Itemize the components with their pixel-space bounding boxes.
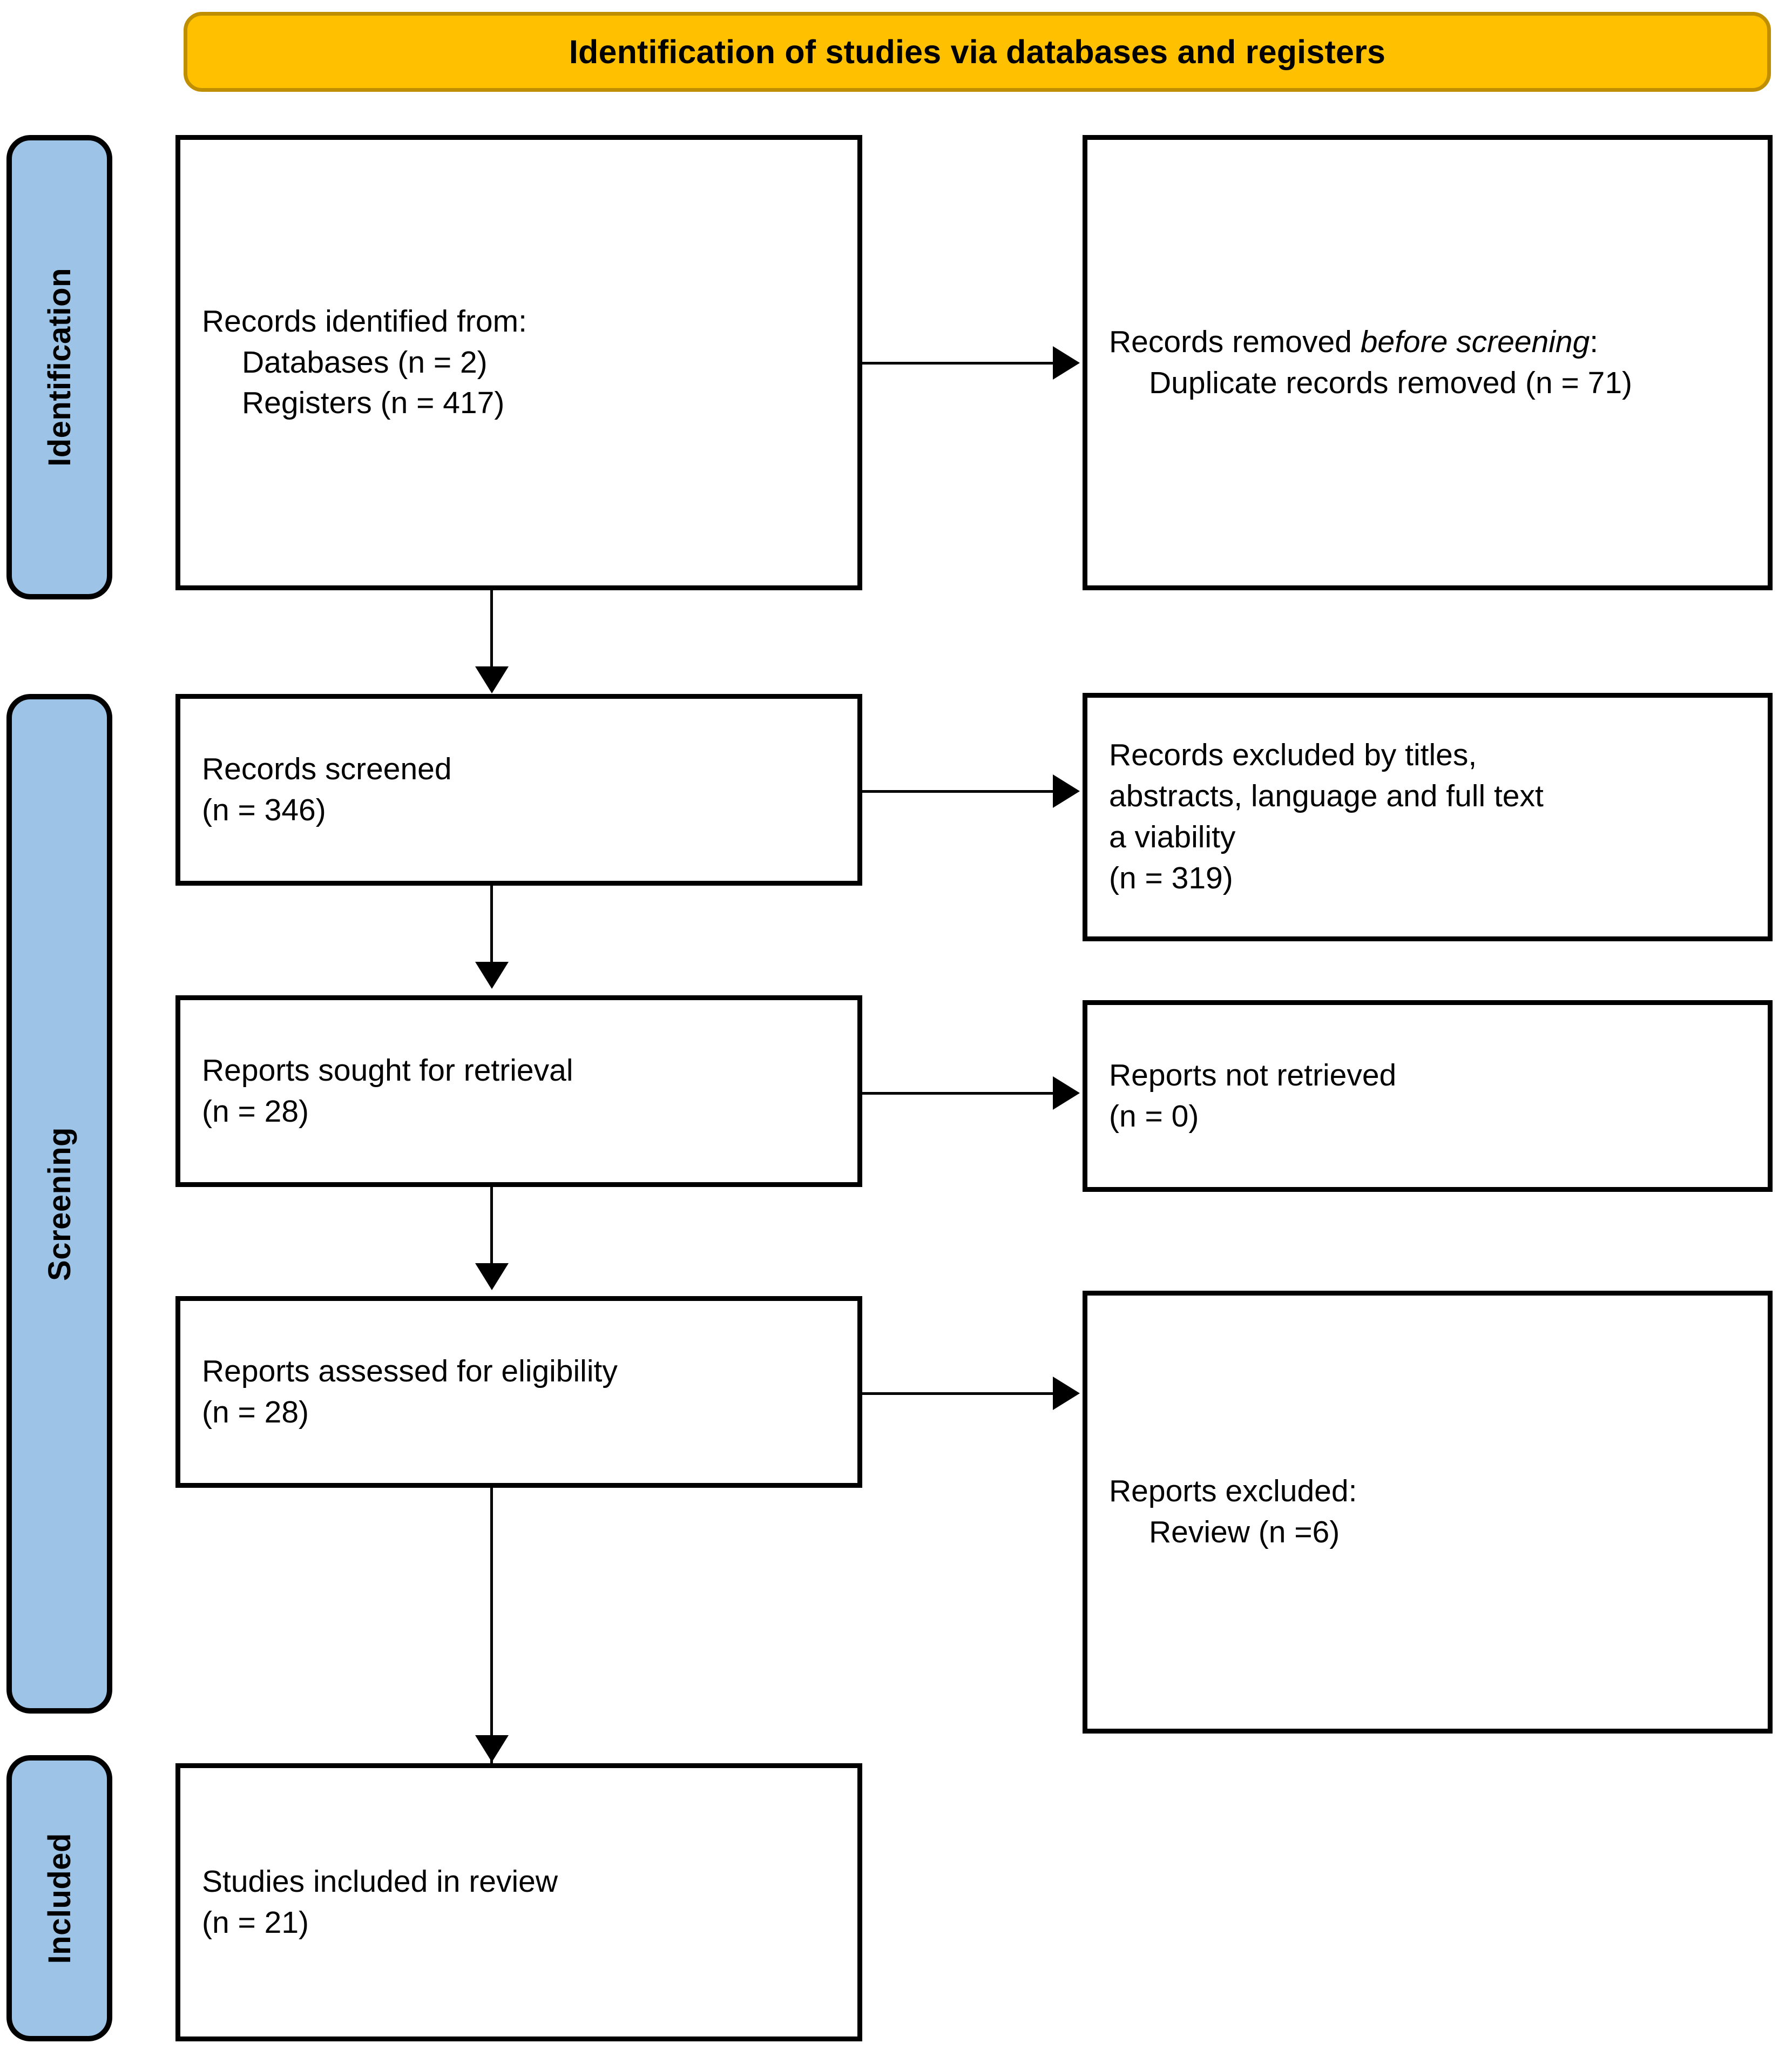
records-excluded-line-4: (n = 319) <box>1109 860 1233 895</box>
stage-label-identification: Identification <box>6 135 112 599</box>
records-removed-heading: Records removed before screening: <box>1109 322 1746 363</box>
node-reports-excluded: Reports excluded: Review (n =6) <box>1083 1291 1773 1734</box>
stage-label-screening-text: Screening <box>42 1127 77 1281</box>
phase-banner-label: Identification of studies via databases … <box>569 33 1386 70</box>
connector-sought-to-not-retrieved <box>862 1092 1054 1095</box>
node-reports-sought: Reports sought for retrieval (n = 28) <box>175 995 862 1187</box>
node-reports-not-retrieved: Reports not retrieved (n = 0) <box>1083 1000 1773 1192</box>
node-records-removed-before-screening: Records removed before screening: Duplic… <box>1083 135 1773 590</box>
reports-excluded-line-1: Reports excluded: <box>1109 1474 1357 1509</box>
reports-assessed-line-2: (n = 28) <box>202 1394 309 1429</box>
arrow-right-assessed-to-excluded <box>1053 1377 1080 1410</box>
records-excluded-line-3: a viability <box>1109 820 1236 854</box>
connector-identified-to-removed <box>862 362 1054 365</box>
studies-included-line-2: (n = 21) <box>202 1905 309 1940</box>
arrow-down-assessed-to-included <box>475 1735 509 1762</box>
connector-screened-to-sought <box>490 886 493 964</box>
records-excluded-line-2: abstracts, language and full text <box>1109 779 1544 814</box>
records-screened-line-1: Records screened <box>202 751 452 786</box>
records-screened-line-2: (n = 346) <box>202 792 326 827</box>
stage-label-screening: Screening <box>6 694 112 1714</box>
records-excluded-line-1: Records excluded by titles, <box>1109 738 1477 773</box>
records-identified-line-1: Records identified from: <box>202 304 527 339</box>
arrow-right-sought-to-not-retrieved <box>1053 1076 1080 1110</box>
arrow-right-identified-to-removed <box>1053 346 1080 380</box>
arrow-down-identified-to-screened <box>475 666 509 693</box>
studies-included-line-1: Studies included in review <box>202 1864 558 1899</box>
phase-banner-identification: Identification of studies via databases … <box>184 12 1771 92</box>
node-records-identified: Records identified from: Databases (n = … <box>175 135 862 590</box>
records-removed-heading-italic: before screening <box>1360 324 1590 359</box>
node-reports-assessed: Reports assessed for eligibility (n = 28… <box>175 1296 862 1488</box>
records-removed-detail: Duplicate records removed (n = 71) <box>1149 365 1632 400</box>
reports-excluded-line-2: Review (n =6) <box>1149 1515 1340 1549</box>
reports-not-retrieved-line-1: Reports not retrieved <box>1109 1057 1397 1093</box>
connector-assessed-to-included <box>490 1488 493 1763</box>
stage-label-included-text: Included <box>42 1832 77 1964</box>
records-identified-line-3: Registers (n = 417) <box>242 386 505 421</box>
reports-sought-line-2: (n = 28) <box>202 1094 309 1129</box>
stage-label-identification-text: Identification <box>42 268 77 467</box>
records-removed-heading-plain: Records removed <box>1109 324 1361 359</box>
connector-screened-to-excluded <box>862 790 1054 793</box>
node-records-screened: Records screened (n = 346) <box>175 694 862 886</box>
records-identified-line-2: Databases (n = 2) <box>242 345 488 380</box>
arrow-down-sought-to-assessed <box>475 1263 509 1290</box>
records-removed-heading-colon: : <box>1590 324 1599 359</box>
node-records-excluded: Records excluded by titles, abstracts, l… <box>1083 693 1773 941</box>
stage-label-included: Included <box>6 1755 112 2041</box>
reports-assessed-line-1: Reports assessed for eligibility <box>202 1353 618 1388</box>
reports-sought-line-1: Reports sought for retrieval <box>202 1053 573 1088</box>
arrow-right-screened-to-excluded <box>1053 774 1080 808</box>
connector-assessed-to-excluded <box>862 1392 1054 1395</box>
node-studies-included: Studies included in review (n = 21) <box>175 1763 862 2041</box>
reports-not-retrieved-line-2: (n = 0) <box>1109 1098 1199 1134</box>
connector-sought-to-assessed <box>490 1187 493 1265</box>
connector-identified-to-screened <box>490 590 493 669</box>
arrow-down-screened-to-sought <box>475 962 509 989</box>
